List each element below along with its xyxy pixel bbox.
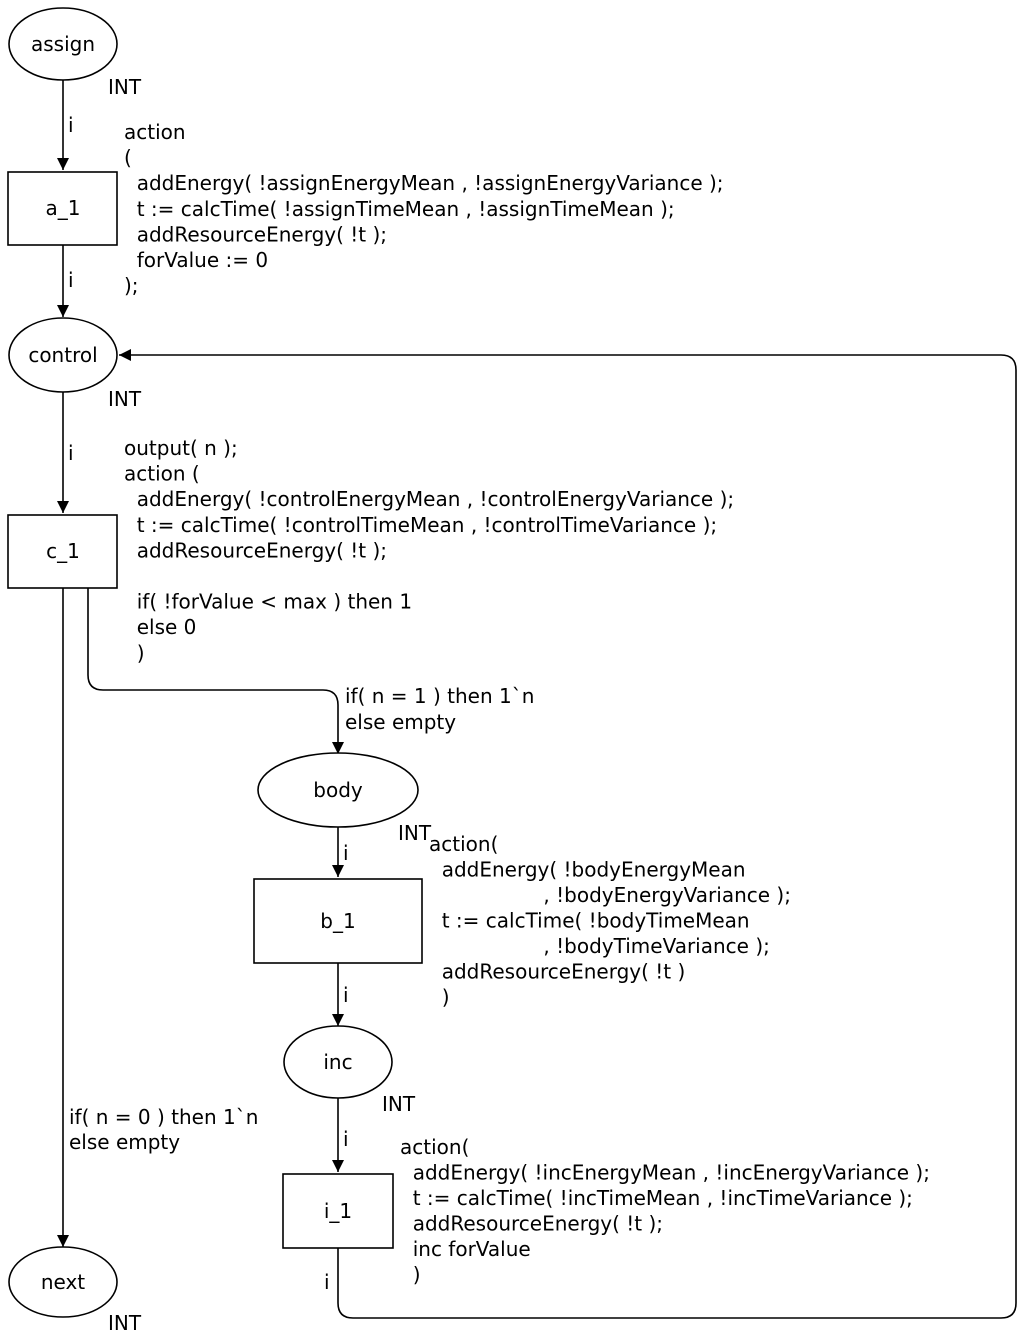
place-control-type: INT xyxy=(108,387,142,411)
place-control-name: control xyxy=(28,343,97,367)
arc-label-c1-to-body-line: if( n = 1 ) then 1`n xyxy=(345,684,534,708)
code-segment-i1-line: inc forValue xyxy=(400,1237,531,1261)
place-assign-type: INT xyxy=(108,75,142,99)
place-inc[interactable] xyxy=(283,1025,393,1099)
place-assign-name: assign xyxy=(31,32,95,56)
transition-c1[interactable] xyxy=(7,514,118,589)
code-segment-c1-line: addResourceEnergy( !t ); xyxy=(124,538,387,562)
transition-i1[interactable] xyxy=(282,1173,394,1249)
code-segment-a1-line: t := calcTime( !assignTimeMean , !assign… xyxy=(124,197,675,221)
code-segment-a1: action( addEnergy( !assignEnergyMean , !… xyxy=(124,120,724,298)
arc-c1-to-body xyxy=(87,588,344,754)
code-segment-a1-line: forValue := 0 xyxy=(124,248,268,272)
code-segment-c1-line: ) xyxy=(124,641,145,665)
code-segment-b1-line: t := calcTime( !bodyTimeMean xyxy=(429,909,750,933)
place-next-type: INT xyxy=(108,1311,142,1335)
place-body-type: INT xyxy=(398,821,432,845)
code-segment-c1-line: output( n ); xyxy=(124,436,238,460)
code-segment-c1-line: t := calcTime( !controlTimeMean , !contr… xyxy=(124,513,717,537)
code-segment-b1-line: addResourceEnergy( !t ) xyxy=(429,960,685,984)
arc-label-assign-to-a1: i xyxy=(68,113,74,137)
code-segment-b1-line: action( xyxy=(429,832,498,856)
code-segment-a1-line: addResourceEnergy( !t ); xyxy=(124,222,387,246)
code-segment-a1-line: action xyxy=(124,120,186,144)
code-segment-b1-line: , !bodyTimeVariance ); xyxy=(429,934,770,958)
place-body[interactable] xyxy=(257,752,419,828)
place-next-name: next xyxy=(41,1270,85,1294)
code-segment-i1-line: addResourceEnergy( !t ); xyxy=(400,1212,663,1236)
code-segment-c1-line: action ( xyxy=(124,462,200,486)
arc-label-inc-to-i1: i xyxy=(343,1127,349,1151)
transition-b1[interactable] xyxy=(253,878,423,964)
arc-label-i1-to-control: i xyxy=(324,1270,330,1294)
arc-label-c1-to-next-line: if( n = 0 ) then 1`n xyxy=(69,1105,258,1129)
place-inc-type: INT xyxy=(382,1092,416,1116)
transition-i1-name: i_1 xyxy=(324,1199,352,1223)
code-segment-i1-line: ) xyxy=(400,1263,421,1287)
code-segment-c1-line: if( !forValue < max ) then 1 xyxy=(124,590,412,614)
code-segment-b1-line: , !bodyEnergyVariance ); xyxy=(429,883,791,907)
code-segment-b1-line: addEnergy( !bodyEnergyMean xyxy=(429,858,746,882)
arc-label-c1-to-next-line: else empty xyxy=(69,1130,180,1154)
transition-b1-name: b_1 xyxy=(320,909,355,933)
transition-a1-name: a_1 xyxy=(46,196,81,220)
code-segment-b1-line: ) xyxy=(429,985,450,1009)
place-body-name: body xyxy=(313,778,363,802)
arc-label-c1-to-body-line: else empty xyxy=(345,710,456,734)
place-assign[interactable] xyxy=(8,7,118,81)
code-segment-a1-line: addEnergy( !assignEnergyMean , !assignEn… xyxy=(124,171,724,195)
transition-c1-name: c_1 xyxy=(46,539,80,563)
code-segment-i1: action( addEnergy( !incEnergyMean , !inc… xyxy=(400,1135,930,1287)
code-segment-b1: action( addEnergy( !bodyEnergyMean , !bo… xyxy=(429,832,791,1009)
code-segment-i1-line: addEnergy( !incEnergyMean , !incEnergyVa… xyxy=(400,1161,930,1185)
place-control[interactable] xyxy=(8,317,118,393)
code-segment-c1: output( n );action ( addEnergy( !control… xyxy=(124,436,734,665)
code-segment-a1-line: ); xyxy=(124,274,139,298)
arc-label-control-to-c1: i xyxy=(68,441,74,465)
code-segment-i1-line: action( xyxy=(400,1135,469,1159)
code-segment-c1-line: addEnergy( !controlEnergyMean , !control… xyxy=(124,487,734,511)
arc-label-b1-to-inc: i xyxy=(343,983,349,1007)
arc-label-a1-to-control: i xyxy=(68,268,74,292)
code-segment-a1-line: ( xyxy=(124,146,132,170)
transition-a1[interactable] xyxy=(7,171,118,246)
place-inc-name: inc xyxy=(323,1050,352,1074)
place-next[interactable] xyxy=(8,1246,118,1318)
arc-i1-to-control xyxy=(119,349,1017,1319)
arc-label-body-to-b1: i xyxy=(343,841,349,865)
code-segment-c1-line: else 0 xyxy=(124,615,196,639)
code-segment-i1-line: t := calcTime( !incTimeMean , !incTimeVa… xyxy=(400,1186,913,1210)
